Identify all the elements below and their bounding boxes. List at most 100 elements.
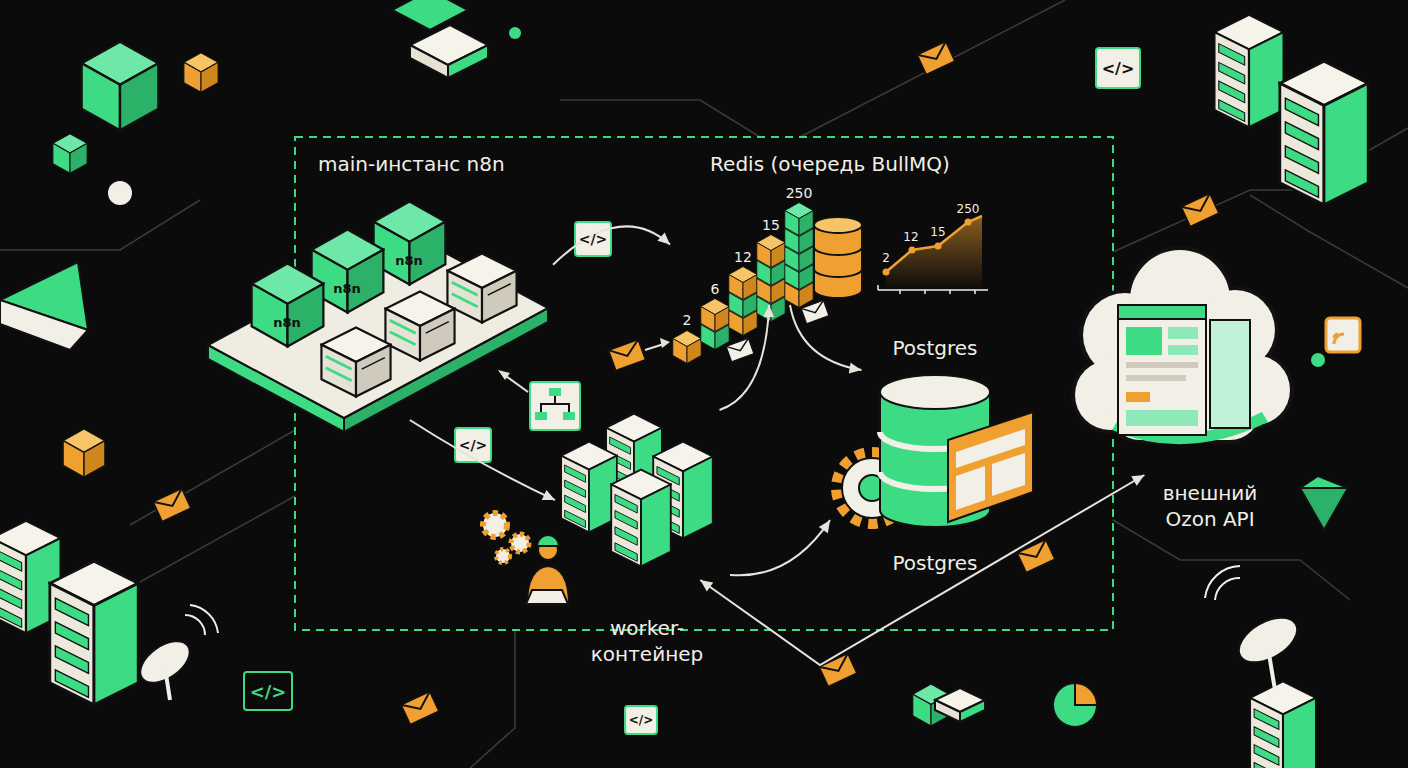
queue-count: 2 (683, 312, 692, 328)
connector-line (700, 475, 1144, 665)
code-icon (244, 672, 292, 710)
envelope-icon (153, 41, 1219, 724)
decor-cube (1334, 334, 1344, 344)
n8n-platform (385, 291, 454, 360)
decor-cube (1300, 488, 1348, 530)
flow-connector (410, 420, 555, 500)
decor-cube (1300, 476, 1348, 530)
cloud-api (1075, 250, 1290, 444)
worker-servers (483, 414, 713, 605)
decor-cube (509, 27, 521, 39)
chart-value: 250 (957, 202, 980, 216)
cloud-api (1210, 320, 1250, 428)
queue-stack (801, 300, 829, 324)
redis-database (814, 247, 862, 277)
node-label: main-инстанс n8n (318, 151, 578, 177)
arrow-head (700, 580, 713, 591)
code-icon-text: </> (579, 231, 608, 247)
queue-stack (673, 331, 701, 364)
worker-servers (496, 549, 510, 563)
growth-chart (886, 216, 982, 290)
code-icon (1096, 48, 1140, 88)
satellite-dish (133, 633, 197, 691)
cloud-api (1168, 327, 1198, 339)
arrow-head (657, 232, 670, 244)
network-line (560, 100, 760, 137)
growth-chart (909, 247, 916, 254)
worker-servers (537, 535, 559, 546)
redis-database (814, 217, 862, 233)
redis-database (814, 225, 862, 298)
org-icon (549, 388, 561, 396)
cloud-api (1126, 327, 1162, 355)
node-label: Postgres (830, 335, 1040, 361)
org-icon (498, 370, 510, 380)
growth-chart (965, 219, 972, 226)
chart-value: 15 (930, 225, 945, 239)
server-rack (1280, 61, 1368, 205)
queue-stack (729, 267, 757, 300)
growth-chart (886, 216, 982, 272)
network-line (1250, 195, 1408, 288)
org-icon (535, 412, 547, 420)
envelope-icon (917, 41, 955, 74)
cloud-api (1126, 362, 1198, 368)
cloud-api (1126, 375, 1186, 381)
node-label: внешний Ozon API (1150, 480, 1270, 532)
decor-cube (448, 45, 488, 78)
worker-servers (527, 566, 569, 605)
server-rack (0, 15, 1368, 768)
growth-chart (935, 243, 942, 250)
decor-cube (63, 429, 105, 477)
worker-servers (511, 534, 529, 552)
decor-cube (0, 300, 88, 350)
arrow-head (1131, 475, 1144, 486)
worker-servers (611, 470, 671, 567)
worker-node: worker-контейнер (555, 410, 730, 580)
network-line (470, 630, 515, 768)
flow-connector (700, 475, 1144, 665)
flow-connector (730, 520, 830, 575)
queue-count: 12 (734, 249, 752, 265)
cloud-api (1075, 250, 1290, 440)
org-icon (645, 344, 664, 350)
worker-servers (483, 513, 507, 537)
node-label: Postgres (830, 550, 1040, 576)
n8n-platform (252, 263, 324, 346)
arrow-head (819, 520, 830, 533)
org-icon (563, 412, 575, 420)
postgres-database (992, 453, 1025, 496)
envelope-icon (819, 653, 857, 686)
n8n-platform (447, 253, 516, 322)
cube-label: n8n (395, 253, 423, 268)
service-node: main-инстанс n8n (208, 195, 553, 420)
code-icon-text: </> (459, 437, 488, 453)
postgres-database (948, 412, 1033, 522)
cloud-api (1126, 392, 1150, 402)
queue-stack (785, 203, 813, 236)
growth-chart (878, 285, 988, 290)
connector-line (410, 420, 555, 500)
decor-cube (960, 700, 985, 722)
envelope-icon (401, 691, 439, 724)
connector-line (730, 520, 830, 575)
cloud-api (1075, 250, 1290, 440)
decor-cube (0, 0, 1360, 727)
decor-cube (392, 0, 468, 30)
worker-servers (526, 590, 568, 604)
envelope-icon (1017, 539, 1055, 572)
org-icon (498, 338, 670, 430)
redis-database (814, 217, 862, 298)
network-line (0, 200, 200, 250)
decor-cube (935, 700, 960, 722)
chart-value: 12 (903, 230, 918, 244)
postgres-database (956, 466, 985, 510)
network-line (800, 0, 1065, 137)
queue-count: 250 (786, 185, 813, 201)
arrow-head (763, 305, 774, 317)
satellite-dish (1268, 648, 1275, 690)
flow-connector (790, 305, 862, 374)
queue-stack (701, 299, 729, 332)
